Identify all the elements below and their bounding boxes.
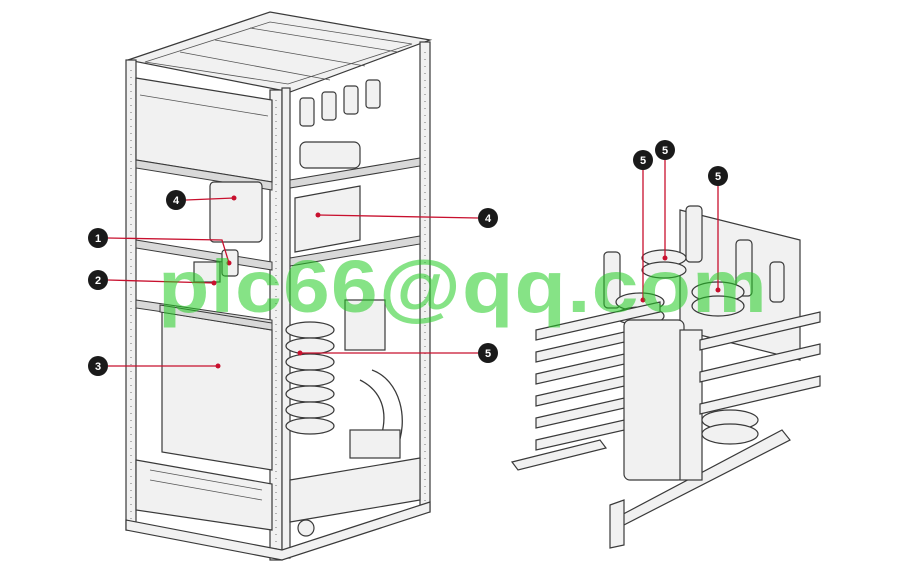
callout-5-cabinet: 5 <box>478 343 498 363</box>
svg-text:5: 5 <box>662 145 668 157</box>
leader-dots <box>211 195 721 369</box>
svg-text:1: 1 <box>95 233 101 245</box>
svg-text:4: 4 <box>173 195 180 207</box>
callout-3: 3 <box>88 356 108 376</box>
callout-4-right: 4 <box>478 208 498 228</box>
callout-5-stack-left: 5 <box>633 150 653 170</box>
svg-text:4: 4 <box>485 213 492 225</box>
callout-4-left: 4 <box>166 190 186 210</box>
callout-2: 2 <box>88 270 108 290</box>
leader-line-1 <box>107 237 230 264</box>
svg-text:3: 3 <box>95 361 101 373</box>
leader-lines <box>107 156 719 367</box>
leader-line-2 <box>107 279 215 284</box>
leader-line-4b <box>317 214 479 219</box>
svg-text:2: 2 <box>95 275 101 287</box>
watermark-text: plc66@qq.com <box>158 245 768 328</box>
callout-badges: 1 2 3 4 4 5 5 5 <box>88 140 728 376</box>
callout-5-stack-right: 5 <box>708 166 728 186</box>
callout-5-stack-middle: 5 <box>655 140 675 160</box>
svg-text:5: 5 <box>715 171 721 183</box>
svg-text:5: 5 <box>485 348 491 360</box>
callout-1: 1 <box>88 228 108 248</box>
leader-line-4a <box>185 197 235 201</box>
svg-text:5: 5 <box>640 155 646 167</box>
cabinet-illustration <box>125 11 433 561</box>
